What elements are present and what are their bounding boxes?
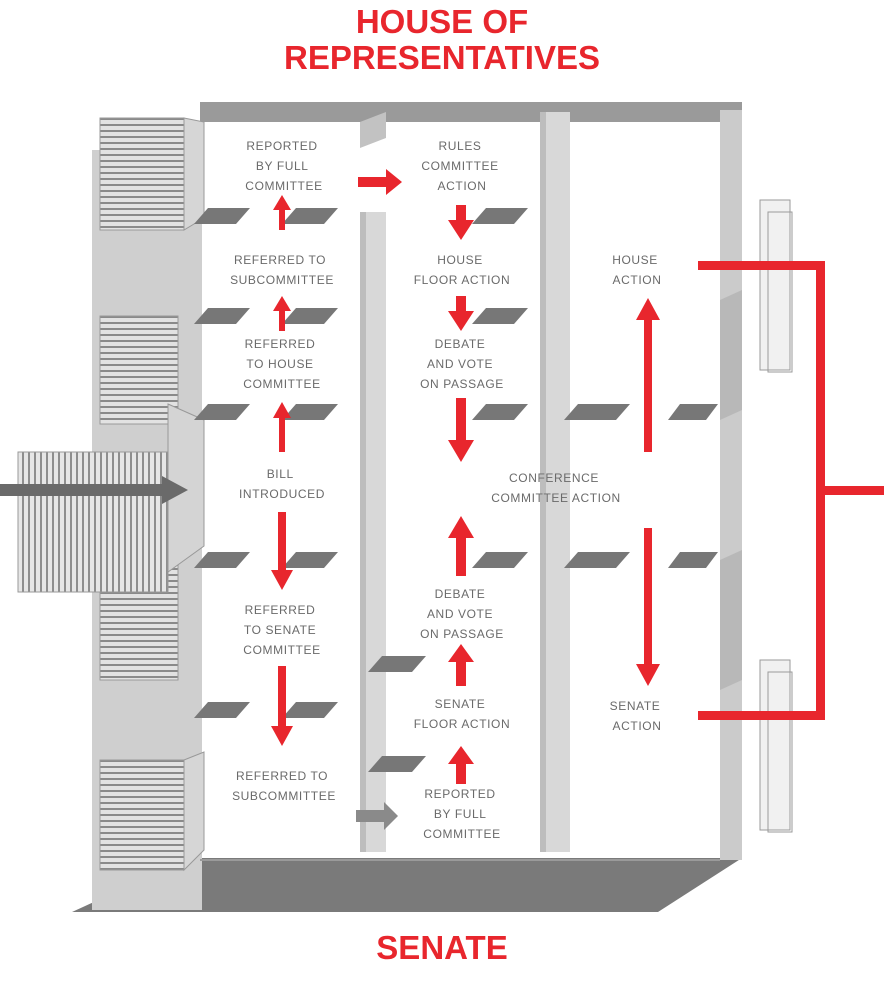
right-stack-lower [759,659,791,831]
arrow-up-1 [273,195,291,230]
bracket-outlet [825,486,884,495]
right-stack-upper [759,199,791,371]
arrow-up-house-action [636,298,660,452]
louver-block-top-face [183,117,205,231]
label-house-reported: REPORTED BY FULL COMMITTEE [245,139,322,193]
label-house-committee: REFERRED TO HOUSE COMMITTEE [243,337,320,391]
arrow-down-4 [448,296,474,331]
column-wall-2-edge [540,112,546,852]
bracket-top [698,261,825,270]
arrow-down-3 [448,205,474,240]
label-house-debate: DEBATE AND VOTE ON PASSAGE [420,337,504,391]
label-conference: CONFERENCE COMMITTEE ACTION [491,471,621,505]
column-wall-top-cap [360,112,386,148]
right-wall-segment-1 [720,290,742,420]
label-senate-debate: DEBATE AND VOTE ON PASSAGE [420,587,504,641]
column-wall-1-edge [360,212,366,852]
arrow-up-5 [448,644,474,686]
label-house-floor: HOUSE FLOOR ACTION [414,253,511,287]
base-slab [72,858,742,912]
bracket-vertical [816,261,825,720]
right-stack-upper-2 [767,211,793,373]
label-house-action: HOUSE ACTION [612,253,662,287]
entry-arrow [0,476,188,504]
arrow-down-2 [271,666,293,746]
house-title-line1: HOUSE OF [355,3,529,40]
flow-arrows [271,169,884,784]
label-senate-reported: REPORTED BY FULL COMMITTEE [423,787,500,841]
arrow-up-3 [273,402,291,452]
arrow-up-6 [448,746,474,784]
label-senate-action: SENATE ACTION [610,699,665,733]
arrow-up-4 [448,516,474,576]
house-title-line2: REPRESENTATIVES [284,39,600,76]
label-senate-subcommittee: REFERRED TO SUBCOMMITTEE [232,769,336,803]
louver-block-bottom [99,759,185,871]
arrow-down-senate-action [636,528,660,686]
house-title: HOUSE OF REPRESENTATIVES [0,4,884,76]
senate-title: SENATE [376,929,508,966]
top-wall [200,102,742,122]
label-rules-committee: RULES COMMITTEE ACTION [421,139,502,193]
right-stack-lower-2 [767,671,793,833]
label-senate-committee: REFERRED TO SENATE COMMITTEE [243,603,320,657]
label-bill-introduced: BILL INTRODUCED [239,467,325,501]
right-outer-wall [720,110,742,860]
label-house-subcommittee: REFERRED TO SUBCOMMITTEE [230,253,334,287]
entry-block [17,451,169,593]
louver-block-bottom-face [183,751,205,872]
entry-wedge [167,403,205,573]
label-senate-floor: SENATE FLOOR ACTION [414,697,511,731]
floor-plates [194,208,718,772]
arrow-right-top [358,169,402,195]
building-structure [17,102,793,912]
right-wall-segment-2 [720,550,742,690]
arrow-up-2 [273,296,291,331]
arrow-down-1 [271,512,293,590]
louver-block-top [99,117,185,231]
louver-block-upper [99,315,179,425]
arrow-down-5 [448,398,474,462]
bracket-bottom [698,711,825,720]
arrow-right-gray [356,802,398,830]
